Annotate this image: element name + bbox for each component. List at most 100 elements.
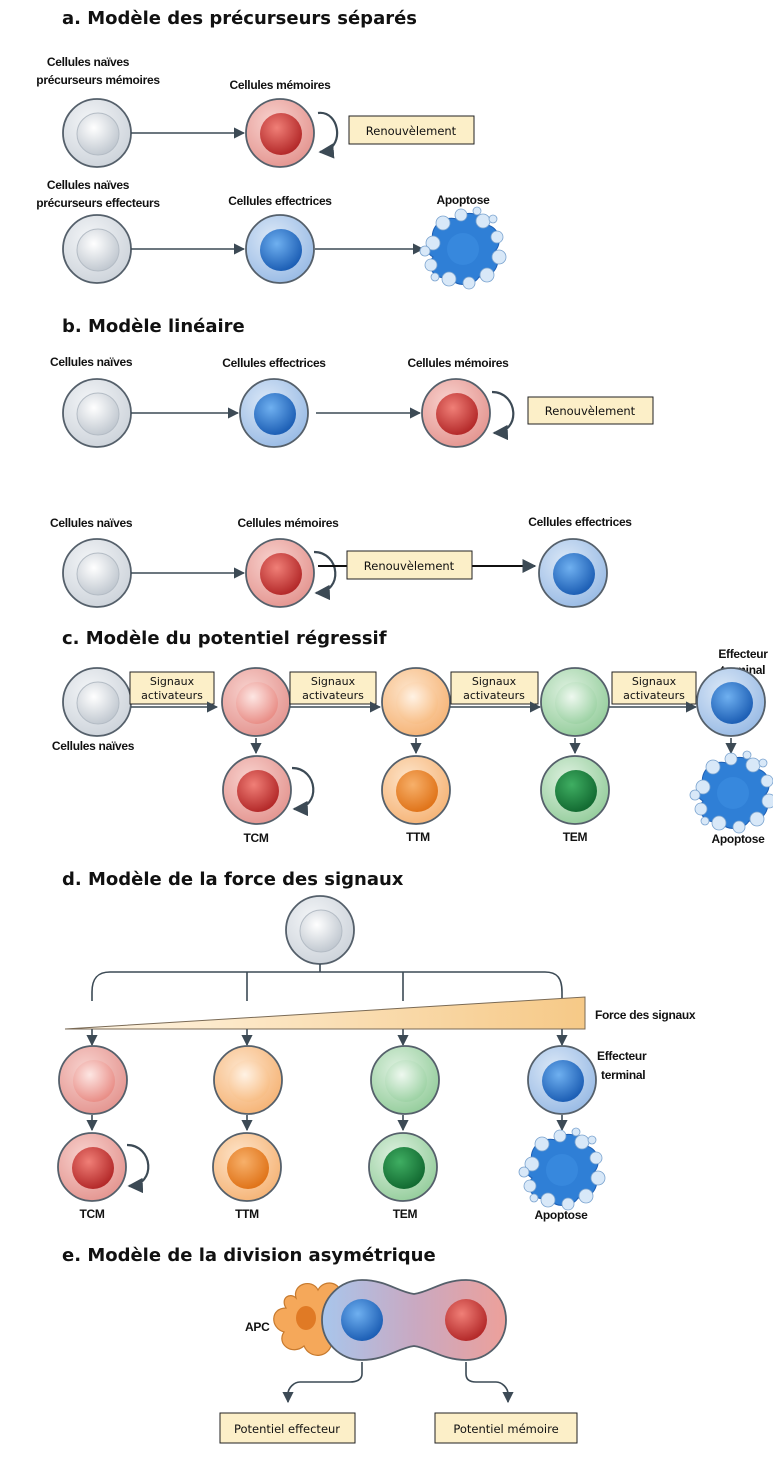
b-row2-renewal-label: Renouvèlement xyxy=(364,559,455,573)
svg-text:activateurs: activateurs xyxy=(141,689,203,702)
section-d-title: d. Modèle de la force des signaux xyxy=(62,869,404,890)
ttm-precursor-cell xyxy=(213,1045,283,1115)
apoptotic-cell xyxy=(419,206,507,290)
signal-box: Signaux activateurs xyxy=(289,671,377,705)
section-c-title: c. Modèle du potentiel régressif xyxy=(62,628,387,649)
renewal-box xyxy=(348,115,475,145)
terminal-effector-cell xyxy=(527,1045,597,1115)
d-ttm-label: TTM xyxy=(235,1207,259,1221)
renewal-loop-icon xyxy=(313,550,337,601)
tem-precursor-cell xyxy=(370,1045,440,1115)
section-b-title: b. Modèle linéaire xyxy=(62,316,245,337)
renewal-loop-icon xyxy=(291,766,315,817)
d-tem-label: TEM xyxy=(393,1207,418,1221)
arrow xyxy=(282,1362,363,1404)
c-ttm-label: TTM xyxy=(406,830,430,844)
naive-memory-label-1: Cellules naïves xyxy=(47,55,130,69)
c-tem-label: TEM xyxy=(563,830,588,844)
effector-cell xyxy=(538,538,608,608)
effector-potential-label: Potentiel effecteur xyxy=(234,1422,340,1436)
tcm-cell xyxy=(222,755,292,825)
signal-strength-label: Force des signaux xyxy=(595,1008,696,1022)
naive-cell xyxy=(62,378,132,448)
effector-cells-label: Cellules effectrices xyxy=(228,194,332,208)
renewal-label: Renouvèlement xyxy=(366,124,457,138)
section-a-title: a. Modèle des précurseurs séparés xyxy=(62,8,417,29)
svg-text:activateurs: activateurs xyxy=(623,689,685,702)
tcm-precursor-cell xyxy=(58,1045,128,1115)
b-row1-naive-label: Cellules naïves xyxy=(50,355,133,369)
effector-cell xyxy=(239,378,309,448)
renewal-loop-icon xyxy=(126,1143,150,1194)
apoptotic-cell xyxy=(689,750,773,834)
b-row2-effector-label: Cellules effectrices xyxy=(528,515,632,529)
ttm-cell xyxy=(212,1132,282,1202)
signal-box: Signaux activateurs xyxy=(450,671,539,705)
effector-cell xyxy=(245,214,315,284)
tem-cell xyxy=(540,755,610,825)
effector-potential-box xyxy=(219,1412,356,1444)
c-naive-label: Cellules naïves xyxy=(52,739,135,753)
c-terminal-label-1: Effecteur xyxy=(718,647,768,661)
d-apoptosis-label: Apoptose xyxy=(535,1208,589,1222)
svg-text:Signaux: Signaux xyxy=(472,675,517,688)
branch-connector xyxy=(91,964,563,993)
signal-box: Signaux activateurs xyxy=(129,671,215,705)
naive-cell xyxy=(62,214,132,284)
memory-cell xyxy=(421,378,491,448)
renewal-loop-icon xyxy=(491,390,515,441)
renewal-box xyxy=(527,396,654,425)
c-apoptosis-label: Apoptose xyxy=(712,832,766,846)
signal-strength-wedge xyxy=(64,996,586,1030)
section-e: e. Modèle de la division asymétrique APC… xyxy=(62,1245,578,1444)
apc-label: APC xyxy=(245,1320,270,1334)
ttm-precursor-cell xyxy=(381,667,451,737)
b-row1-memory-label: Cellules mémoires xyxy=(408,356,510,370)
b-row1-effector-label: Cellules effectrices xyxy=(222,356,326,370)
apoptotic-cell xyxy=(518,1127,606,1211)
section-d: d. Modèle de la force des signaux Force … xyxy=(57,869,696,1222)
naive-memory-label-2: précurseurs mémoires xyxy=(36,73,160,87)
arrow xyxy=(465,1362,514,1404)
apoptosis-label: Apoptose xyxy=(437,193,491,207)
signal-box: Signaux activateurs xyxy=(611,671,697,705)
section-a: a. Modèle des précurseurs séparés Cellul… xyxy=(36,8,507,290)
memory-nucleus xyxy=(445,1299,487,1341)
b-row2-memory-label: Cellules mémoires xyxy=(238,516,340,530)
naive-cell xyxy=(62,538,132,608)
ttm-cell xyxy=(381,755,451,825)
section-c: c. Modèle du potentiel régressif Effecte… xyxy=(52,628,773,846)
b-row2-naive-label: Cellules naïves xyxy=(50,516,133,530)
memory-cell xyxy=(245,538,315,608)
naive-cell xyxy=(62,98,132,168)
apc-nucleus xyxy=(296,1306,316,1330)
renewal-loop-icon xyxy=(317,111,339,159)
renewal-box xyxy=(346,550,473,580)
svg-text:activateurs: activateurs xyxy=(463,689,525,702)
naive-effector-label-2: précurseurs effecteurs xyxy=(36,196,160,210)
branch-connector xyxy=(91,992,563,1001)
tcm-cell xyxy=(57,1132,127,1202)
naive-effector-label-1: Cellules naïves xyxy=(47,178,130,192)
svg-text:activateurs: activateurs xyxy=(302,689,364,702)
effector-nucleus xyxy=(341,1299,383,1341)
tcm-precursor-cell xyxy=(221,667,291,737)
memory-potential-box xyxy=(434,1412,578,1444)
d-tcm-label: TCM xyxy=(79,1207,104,1221)
svg-text:Signaux: Signaux xyxy=(311,675,356,688)
tem-cell xyxy=(368,1132,438,1202)
d-terminal-label-2: terminal xyxy=(601,1068,645,1082)
memory-cell xyxy=(245,98,315,168)
svg-text:Signaux: Signaux xyxy=(632,675,677,688)
naive-cell xyxy=(285,895,355,965)
memory-potential-label: Potentiel mémoire xyxy=(453,1422,558,1436)
b-row1-renewal-label: Renouvèlement xyxy=(545,404,636,418)
c-tcm-label: TCM xyxy=(243,831,268,845)
svg-text:Signaux: Signaux xyxy=(150,675,195,688)
d-terminal-label-1: Effecteur xyxy=(597,1049,647,1063)
section-e-title: e. Modèle de la division asymétrique xyxy=(62,1245,436,1266)
terminal-effector-cell xyxy=(696,667,766,737)
section-b: b. Modèle linéaire Cellules naïves Cellu… xyxy=(50,316,654,608)
memory-cells-label: Cellules mémoires xyxy=(230,78,332,92)
